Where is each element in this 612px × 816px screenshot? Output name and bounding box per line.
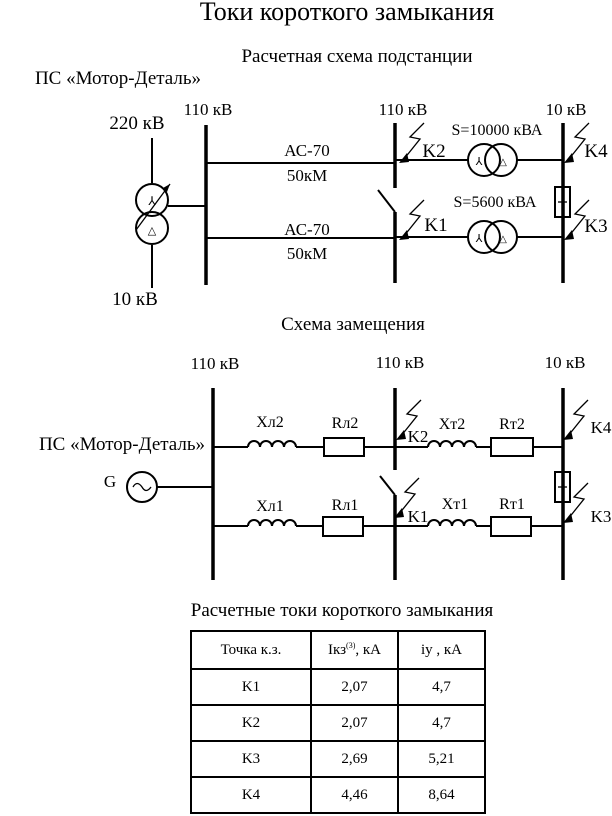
s2-k2-label: K2 [408,427,429,446]
header-iy: iу , кА [397,630,486,670]
s2-k4-label: K4 [591,418,612,437]
svg-text:⅄: ⅄ [476,233,483,245]
svg-text:△: △ [499,157,507,168]
k3-label: K3 [584,216,607,237]
cell-ikz: 2,69 [310,740,399,778]
svg-text:⅄: ⅄ [476,156,483,168]
header-ikz-unit: , кА [355,642,381,658]
k1-label: K1 [424,215,447,236]
rt2-label: Rт2 [499,416,525,433]
cell-point: K2 [190,704,312,742]
header-point: Точка к.з. [190,630,312,670]
k2-label: K2 [422,141,445,162]
cell-point: K4 [190,776,312,814]
s2-bus2-label: 110 кВ [376,353,425,372]
table-header-row: Точка к.з. Iкз(3), кА iу , кА [190,630,486,670]
xt1-label: Хт1 [442,496,469,513]
header-ikz-main: Iкз [328,642,347,658]
svg-text:△: △ [148,225,157,237]
line-bottom-type: АС-70 [284,220,329,239]
s2-breaker-icon [554,471,571,503]
table-row: K1 2,07 4,7 [190,668,486,706]
cell-iy: 4,7 [397,668,486,706]
cell-point: K1 [190,668,312,706]
header-ikz: Iкз(3), кА [310,630,399,670]
rl2-label: Rл2 [332,415,359,432]
cell-ikz: 2,07 [310,704,399,742]
cell-iy: 8,64 [397,776,486,814]
bus3-label: 10 кВ [546,100,587,119]
xt1-inductor-icon [427,519,477,527]
breaker-icon [554,186,571,218]
table-row: K3 2,69 5,21 [190,740,486,778]
bus1-label: 110 кВ [184,100,233,119]
xt2-inductor-icon [427,440,477,448]
scheme1-station-label: ПС «Мотор-Деталь» [35,68,201,89]
three-winding-transformer-icon: ⅄ △ [135,138,206,288]
table-row: K2 2,07 4,7 [190,704,486,742]
rl1-label: Rл1 [332,497,359,514]
xl1-label: Хл1 [256,498,284,515]
s2-switch-icon [379,475,396,496]
generator-label: G [104,472,116,491]
cell-ikz: 2,07 [310,668,399,706]
s2-fault-k4-icon [562,399,589,441]
voltage-220-label: 220 кВ [109,113,164,134]
s2-bus1-label: 110 кВ [191,354,240,373]
xl1-inductor-icon [247,519,297,527]
scheme2-title: Схема замещения [281,314,425,335]
table-title: Расчетные токи короткого замыкания [191,600,494,621]
rl1-resistor-icon [322,516,364,537]
cell-point: K3 [190,740,312,778]
scheme2-station-label: ПС «Мотор-Деталь» [39,434,205,455]
transformer-top-rating: S=10000 кВА [452,122,543,139]
scheme1-title: Расчетная схема подстанции [241,46,472,67]
branch-top [213,437,563,457]
branch-bottom [213,516,563,537]
header-ikz-sup: (3) [346,641,356,650]
line-top-length: 50кМ [287,166,327,185]
k4-label: K4 [584,141,608,162]
page-title: Токи короткого замыкания [200,0,494,26]
switch-icon [377,189,396,213]
fault-k1-icon [398,199,425,241]
s2-bus3-label: 10 кВ [545,353,586,372]
bus2-label: 110 кВ [379,100,428,119]
s2-k3-label: K3 [591,507,612,526]
rt1-label: Rт1 [499,496,525,513]
svg-text:△: △ [499,234,507,245]
fault-k2-icon [398,122,425,164]
xl2-label: Хл2 [256,414,284,431]
svg-text:⅄: ⅄ [147,194,156,208]
transformer-bottom-rating: S=5600 кВА [454,194,537,211]
xl2-inductor-icon [247,440,297,448]
xt2-label: Хт2 [439,416,466,433]
line-top-type: АС-70 [284,141,329,160]
cell-ikz: 4,46 [310,776,399,814]
transformer-bottom-icon: ⅄ △ [395,220,563,254]
short-circuit-table: Точка к.з. Iкз(3), кА iу , кА K1 2,07 4,… [190,630,486,814]
line-bottom-length: 50кМ [287,244,327,263]
s2-k1-label: K1 [408,507,429,526]
transformer-top-icon: ⅄ △ [395,143,563,177]
table-row: K4 4,46 8,64 [190,776,486,814]
generator-icon [126,471,213,503]
voltage-10-left-label: 10 кВ [112,289,158,310]
cell-iy: 4,7 [397,704,486,742]
rt2-resistor-icon [490,437,534,457]
rt1-resistor-icon [490,516,532,537]
cell-iy: 5,21 [397,740,486,778]
rl2-resistor-icon [323,437,365,457]
